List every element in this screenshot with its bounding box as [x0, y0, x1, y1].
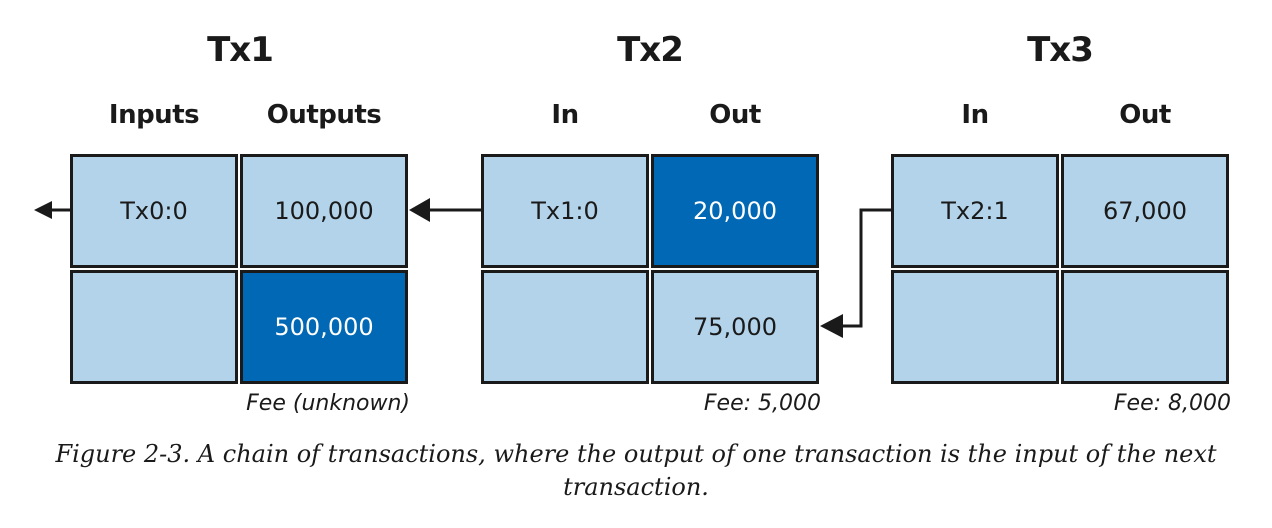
tx1-outputs-header: Outputs [266, 100, 382, 130]
tx3-in-header: In [961, 100, 989, 130]
tx3-fee-label: Fee: 8,000 [1113, 391, 1231, 416]
arrow-tx3-to-tx2 [820, 208, 891, 338]
tx2-fee-label: Fee: 5,000 [703, 391, 821, 416]
tx3-output-cell-bottom [1061, 270, 1229, 384]
tx2-input-cell-bottom [481, 270, 649, 384]
tx1-output-cell-top: 100,000 [240, 154, 408, 268]
tx1-inputs-header: Inputs [108, 100, 200, 130]
tx2-title: Tx2 [617, 30, 684, 70]
tx3-title: Tx3 [1027, 30, 1094, 70]
tx1-output-cell-bottom: 500,000 [240, 270, 408, 384]
tx2-output-cell-top: 20,000 [651, 154, 819, 268]
tx1-fee-label: Fee (unknown) [246, 391, 410, 416]
tx1-input-cell-bottom [70, 270, 238, 384]
tx2-output-cell-bottom: 75,000 [651, 270, 819, 384]
tx2-input-cell-top: Tx1:0 [481, 154, 649, 268]
figure-caption: Figure 2-3. A chain of transactions, whe… [55, 440, 1217, 501]
tx3-input-cell-bottom [891, 270, 1059, 384]
tx3-input-cell-top: Tx2:1 [891, 154, 1059, 268]
tx1-input-cell-top: Tx0:0 [70, 154, 238, 268]
tx3-output-cell-top: 67,000 [1061, 154, 1229, 268]
tx2-out-header: Out [709, 100, 761, 130]
tx1-title: Tx1 [207, 30, 274, 70]
tx3-out-header: Out [1119, 100, 1171, 130]
arrow-tx1-to-tx0 [34, 201, 70, 219]
arrow-tx2-to-tx1 [409, 198, 481, 222]
tx2-in-header: In [551, 100, 579, 130]
